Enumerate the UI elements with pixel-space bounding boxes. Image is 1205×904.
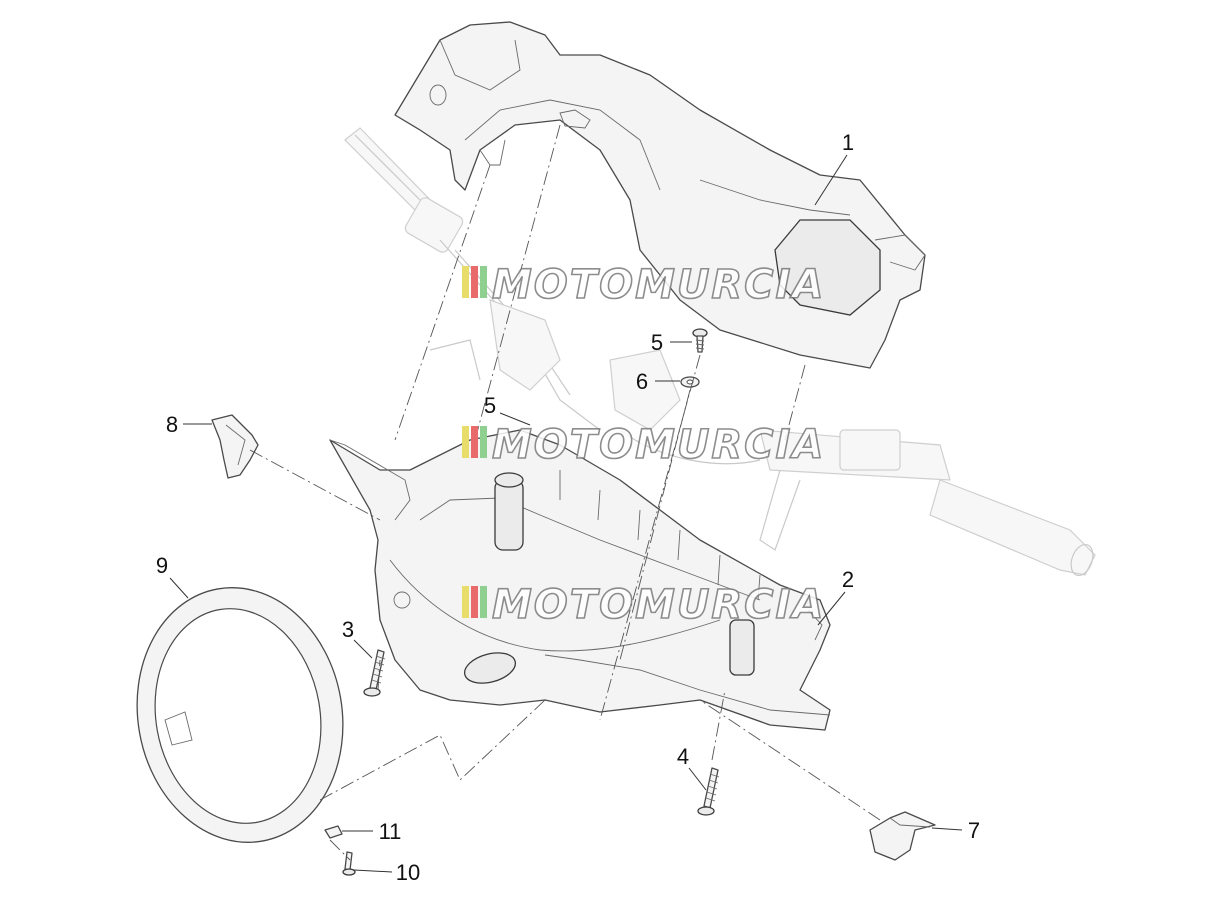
callout-labels: 1 2 3 4 5 5 6 7 8 9 10 11 [156, 130, 980, 885]
callout-9: 9 [156, 553, 168, 578]
part-8-clip [211, 414, 259, 479]
callout-1: 1 [842, 130, 854, 155]
ghost-handlebar-assembly [344, 127, 1096, 577]
callout-5-lower: 5 [484, 393, 496, 418]
watermark-logo-text: MOTOMURCIA [492, 422, 825, 468]
leader-lines [169, 154, 963, 873]
part-9-headlight-rim [136, 587, 344, 843]
callout-10: 10 [396, 860, 420, 885]
watermark-bottom: MOTOMURCIA [462, 581, 825, 629]
watermark-top: MOTOMURCIA [462, 261, 825, 309]
callout-6: 6 [636, 369, 648, 394]
part-11-nut [324, 825, 343, 839]
watermark-logo-text: MOTOMURCIA [492, 582, 825, 628]
watermark-logo-text: MOTOMURCIA [492, 262, 825, 308]
assembly-lines [249, 124, 881, 861]
callout-7: 7 [968, 818, 980, 843]
callout-4: 4 [677, 744, 689, 769]
part-7-bracket [869, 811, 936, 861]
part-5-screw-upper [692, 328, 708, 353]
callout-5-upper: 5 [651, 330, 663, 355]
callout-2: 2 [842, 567, 854, 592]
part-1-handlebar-upper-cover [394, 21, 926, 369]
part-3-screw [363, 649, 386, 697]
part-4-screw [697, 767, 720, 816]
callout-3: 3 [342, 617, 354, 642]
part-10-screw [342, 851, 356, 876]
callout-11: 11 [379, 819, 402, 844]
watermark-middle: MOTOMURCIA [462, 421, 825, 469]
callout-8: 8 [166, 412, 178, 437]
part-2-handlebar-lower-cover [329, 429, 831, 731]
part-6-washer [680, 376, 700, 388]
